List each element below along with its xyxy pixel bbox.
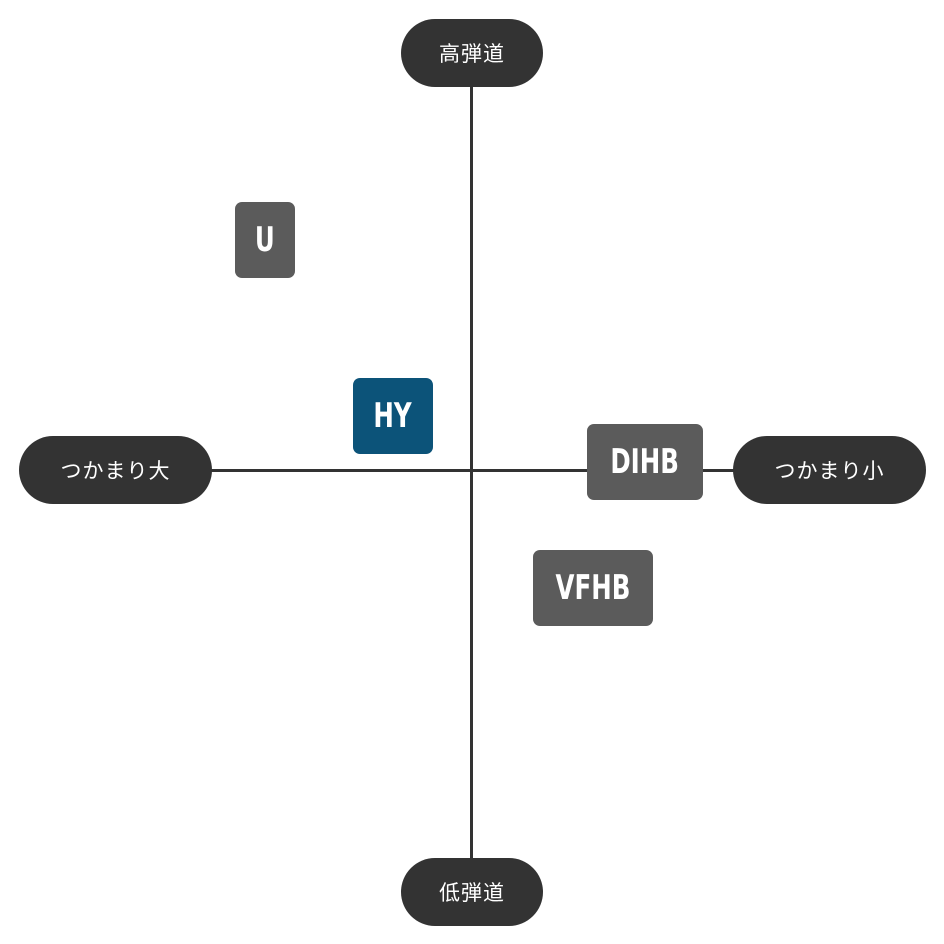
item-u: U: [235, 202, 295, 278]
axis-label-top: 高弾道: [401, 19, 543, 87]
item-u-label: U: [255, 220, 275, 260]
axis-label-right: つかまり小: [733, 436, 926, 504]
axis-label-right-text: つかまり小: [774, 459, 885, 483]
axis-label-top-text: 高弾道: [439, 42, 505, 66]
item-hy: HY: [353, 378, 433, 454]
axis-label-bottom-text: 低弾道: [439, 881, 505, 905]
axis-label-bottom: 低弾道: [401, 858, 543, 926]
item-vfhb-label: VFHB: [555, 568, 631, 608]
axis-label-left-text: つかまり大: [60, 459, 171, 483]
horizontal-axis-line: [115, 469, 830, 472]
item-dihb: DIHB: [587, 424, 703, 500]
item-dihb-label: DIHB: [610, 442, 680, 482]
item-hy-label: HY: [373, 396, 413, 436]
axis-label-left: つかまり大: [19, 436, 212, 504]
vertical-axis-line: [470, 60, 473, 892]
item-vfhb: VFHB: [533, 550, 653, 626]
